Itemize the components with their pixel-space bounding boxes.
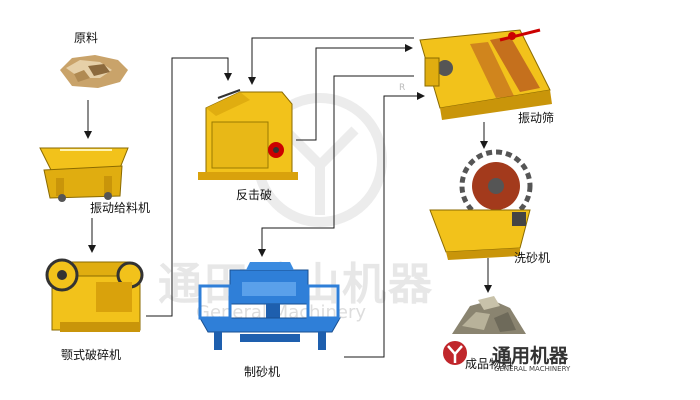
arrow-screen-to-sandmaker xyxy=(258,75,414,257)
node-label-product: 成品物料 xyxy=(465,357,514,371)
node-label-screen: 振动筛 xyxy=(518,111,555,125)
vibrating-feeder-image xyxy=(39,147,129,202)
sand-making-machine-image xyxy=(198,262,341,350)
node-label-raw: 原料 xyxy=(74,31,99,45)
company-logo-icon xyxy=(443,341,467,365)
arrow-screen-to-impact xyxy=(248,37,414,85)
arrow-sandmaker-to-screen xyxy=(344,92,425,358)
finished-product-image xyxy=(452,296,526,334)
sand-washer-image xyxy=(429,149,533,260)
impact-crusher-image xyxy=(198,89,298,180)
arrow-impact-to-screen xyxy=(296,44,413,141)
watermark-registered-mark: R xyxy=(399,83,406,93)
node-label-washer: 洗砂机 xyxy=(514,251,551,265)
node-label-jaw: 颚式破碎机 xyxy=(61,348,122,362)
node-label-feeder: 振动给料机 xyxy=(90,201,151,215)
node-label-impact: 反击破 xyxy=(236,188,273,202)
node-label-sandmaker: 制砂机 xyxy=(244,365,281,379)
raw-material-image xyxy=(60,55,128,88)
jaw-crusher-image xyxy=(45,258,144,332)
company-logo-text: 通用机器 xyxy=(492,345,569,367)
company-logo-subtext: GENERAL MACHINERY xyxy=(494,365,571,373)
vibrating-screen-image xyxy=(419,28,552,120)
arrow-jaw-to-impact xyxy=(146,57,232,317)
